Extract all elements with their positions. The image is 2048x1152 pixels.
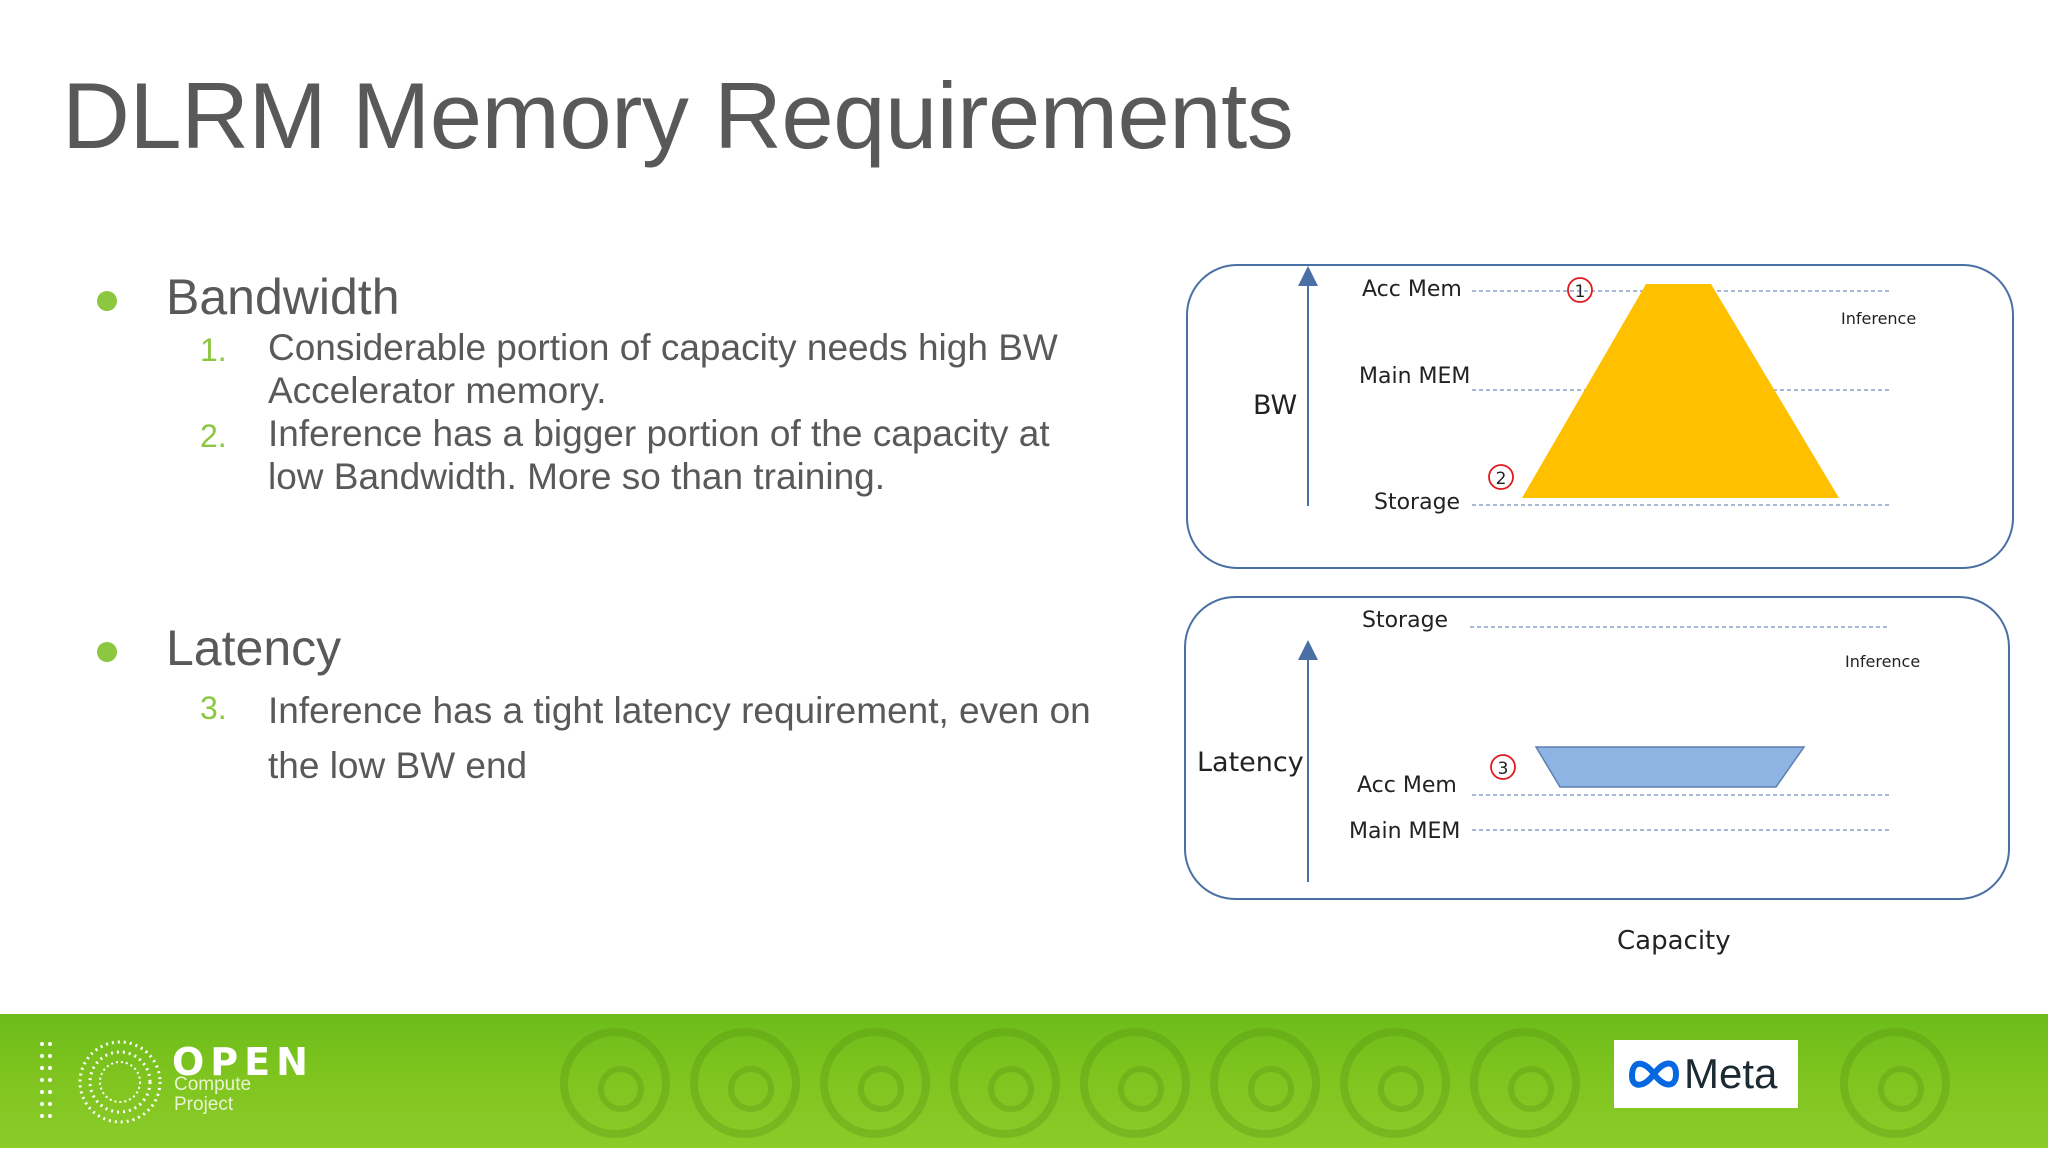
fan-graphic [1840,1028,1950,1138]
bw-panel: BW Acc Mem Main MEM Storage Inference 1 … [1186,264,2014,569]
footer-bottom-line [0,1148,2048,1152]
memory-diagram: BW Acc Mem Main MEM Storage Inference 1 … [1184,264,2014,956]
bw-axis-label: BW [1253,390,1297,421]
latency-series-label: Inference [1845,652,1920,671]
item-3-line-2: the low BW end [268,745,528,786]
ocp-logo-icon [40,1040,162,1124]
fan-graphic [950,1028,1060,1138]
fan-graphic [560,1028,670,1138]
capacity-axis-label: Capacity [1617,926,1731,956]
fan-graphic [1080,1028,1190,1138]
bw-series-label: Inference [1841,309,1916,328]
fan-graphic [1210,1028,1320,1138]
item-number-1: 1. [200,332,227,368]
latency-axis-label: Latency [1197,747,1304,778]
item-text-3: Inference has a tight latency requiremen… [268,683,1188,793]
bw-level-main-mem: Main MEM [1359,364,1470,389]
latency-panel-border [1184,596,2010,900]
item-2-line-1: Inference has a bigger portion of the ca… [268,413,1050,454]
marker-3-circle [1490,754,1516,780]
slide-title: DLRM Memory Requirements [62,63,1294,168]
fan-graphic [820,1028,930,1138]
bullet-heading-bandwidth: Bandwidth [166,269,400,325]
item-number-2: 2. [200,418,227,454]
latency-level-acc-mem: Acc Mem [1357,773,1457,798]
item-1-line-2: Accelerator memory. [268,370,607,411]
latency-inference-trapezoid [1534,746,1806,788]
item-text-1: Considerable portion of capacity needs h… [268,326,1188,412]
bw-level-acc-mem: Acc Mem [1362,277,1462,302]
bullet-dot-bandwidth [97,291,117,311]
bw-level-storage: Storage [1374,490,1460,515]
fan-graphic [1340,1028,1450,1138]
item-number-3: 3. [200,690,227,726]
latency-panel: Latency Storage Acc Mem Main MEM Inferen… [1184,596,2010,900]
item-1-line-1: Considerable portion of capacity needs h… [268,327,1058,368]
ocp-logo-sub-2: Project [174,1094,234,1115]
bw-inference-trapezoid [1522,284,1839,498]
bullet-heading-latency: Latency [166,620,342,676]
latency-level-main-mem: Main MEM [1349,819,1460,844]
item-text-2: Inference has a bigger portion of the ca… [268,412,1188,498]
fan-graphic [690,1028,800,1138]
ocp-logo-word: OPEN [172,1040,314,1084]
marker-1-circle [1567,277,1593,303]
latency-level-storage: Storage [1362,608,1448,633]
meta-infinity-icon [1628,1060,1680,1088]
bullet-dot-latency [97,642,117,662]
marker-2-circle [1488,464,1514,490]
item-2-line-2: low Bandwidth. More so than training. [268,456,886,497]
meta-logo-text: Meta [1684,1050,1778,1097]
marker-3-label: 3 [1498,759,1509,779]
ocp-logo-sub-1: Compute [174,1074,252,1095]
bw-panel-border [1186,264,2014,569]
fan-graphic [1470,1028,1580,1138]
item-3-line-1: Inference has a tight latency requiremen… [268,690,1091,731]
marker-2-label: 2 [1496,469,1507,489]
meta-logo-box [1614,1040,1798,1108]
marker-1-label: 1 [1575,282,1586,302]
